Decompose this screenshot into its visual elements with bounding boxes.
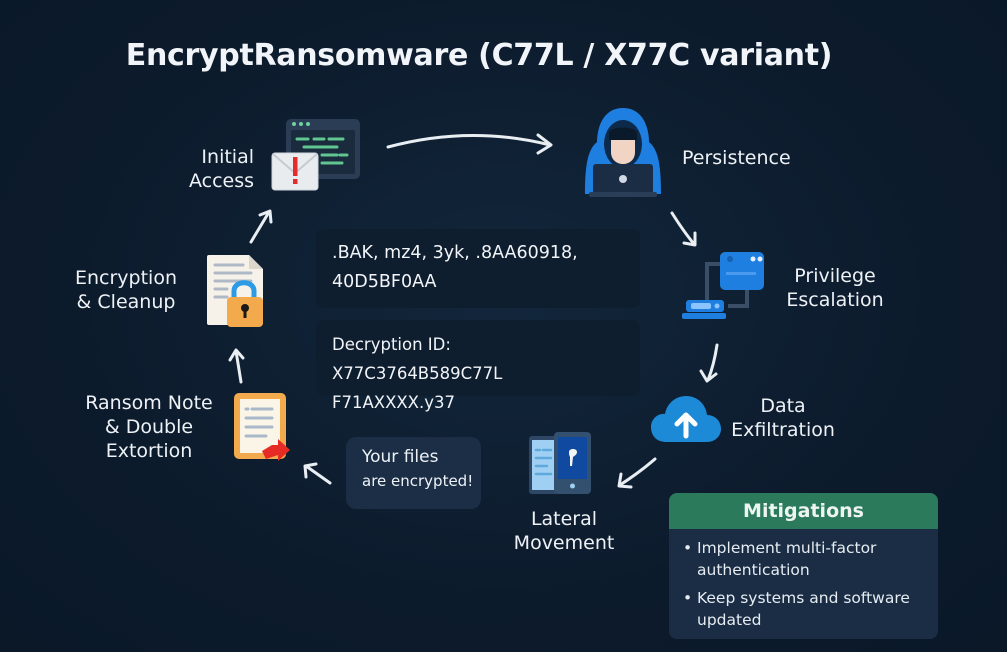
decryption-id-line: Decryption ID: X77C3764B589C77L	[332, 335, 503, 383]
mitigations-title: Mitigations	[669, 493, 938, 529]
stage-label: Privilege	[794, 265, 876, 287]
stage-label: Lateral	[530, 508, 598, 530]
mitigation-text: authentication	[697, 561, 810, 579]
locked-file-icon	[207, 255, 263, 327]
stage-label: & Double	[104, 416, 194, 438]
stage-label: Extortion	[105, 440, 193, 462]
mitigations-panel: Mitigations Implement multi-factor authe…	[669, 493, 938, 639]
mitigation-text: Keep systems and software	[697, 589, 910, 607]
file-extensions-panel: .BAK, mz4, 3yk, .8AA60918, 40D5BF0AA	[316, 229, 640, 308]
arrow-encryption-to-access	[249, 209, 273, 244]
computer-network-icon	[682, 252, 764, 319]
hooded-hacker-icon	[585, 108, 661, 197]
stage-label: Exfiltration	[731, 419, 835, 441]
stage-label: Access	[188, 170, 254, 192]
mitigation-text: Implement multi-factor	[697, 539, 877, 557]
mitigations-list: Implement multi-factor authentication Ke…	[669, 529, 938, 631]
stage-label: Movement	[513, 532, 615, 554]
arrow-exfiltration-to-lateral	[617, 457, 657, 489]
mitigation-item: Implement multi-factor authentication	[683, 537, 938, 581]
stage-label: & Cleanup	[76, 291, 176, 313]
stage-label: Persistence	[682, 147, 791, 169]
arrow-persistence-to-privilege	[670, 211, 697, 247]
bubble-line: Your files	[362, 447, 439, 467]
bubble-line: are encrypted!	[362, 472, 474, 490]
stage-privilege-escalation: Privilege Escalation	[780, 264, 890, 312]
arrow-access-to-persistence	[386, 133, 553, 155]
stage-initial-access: Initial Access	[180, 145, 254, 193]
stage-data-exfiltration: Data Exfiltration	[728, 394, 838, 442]
arrow-privilege-to-exfiltration	[699, 343, 719, 383]
arrow-bubble-to-ransom	[303, 462, 332, 485]
stage-persistence: Persistence	[682, 146, 791, 170]
ransom-note-icon	[234, 393, 290, 461]
stage-lateral-movement: Lateral Movement	[505, 507, 623, 555]
cloud-upload-icon	[651, 396, 721, 442]
stage-label: Data	[760, 395, 806, 417]
arrow-ransom-to-encryption	[228, 348, 245, 384]
page-title: EncryptRansomware (C77L / X77C variant)	[125, 38, 833, 73]
stage-encryption-cleanup: Encryption & Cleanup	[66, 266, 186, 314]
stage-label: Initial	[201, 146, 254, 168]
decryption-id-panel: Decryption ID: X77C3764B589C77L F71AXXXX…	[316, 320, 640, 412]
phishing-email-icon	[271, 119, 360, 191]
stage-label: Escalation	[786, 289, 884, 311]
mitigation-item: Keep systems and software updated	[683, 587, 938, 631]
ransom-message-bubble: Your files are encrypted!	[346, 437, 481, 509]
devices-icon	[529, 432, 591, 494]
stage-ransom-note: Ransom Note & Double Extortion	[82, 391, 216, 463]
mitigation-text: updated	[697, 611, 762, 629]
extensions-line: 40D5BF0AA	[332, 272, 437, 292]
decryption-id-line: F71AXXXX.y37	[332, 393, 455, 412]
stage-label: Ransom Note	[85, 392, 213, 414]
stage-label: Encryption	[74, 267, 177, 289]
extensions-line: .BAK, mz4, 3yk, .8AA60918,	[332, 243, 578, 263]
